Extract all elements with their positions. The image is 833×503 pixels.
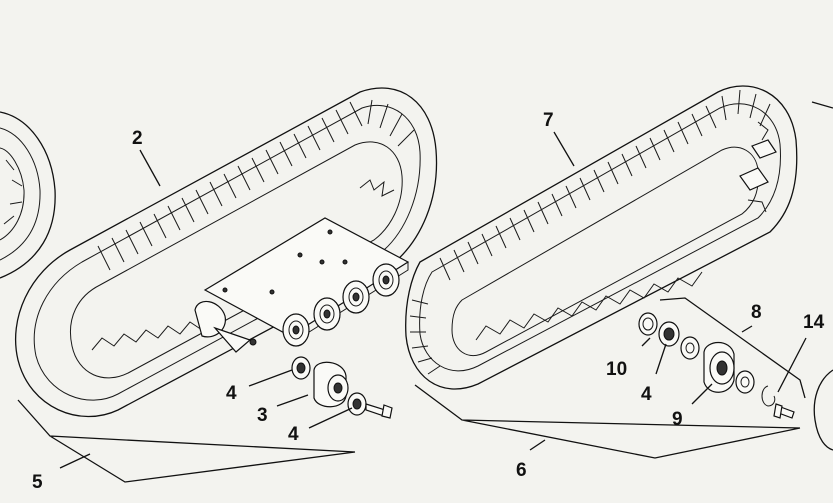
callout-6: 6	[516, 460, 527, 481]
exploded-roller-left	[291, 356, 393, 419]
callout-4-right: 4	[641, 384, 652, 405]
callout-4-lower-left: 4	[288, 424, 299, 445]
callout-9: 9	[672, 409, 683, 430]
callout-7: 7	[543, 110, 554, 131]
callout-3: 3	[257, 405, 268, 426]
track-7	[405, 85, 798, 390]
callout-10: 10	[606, 359, 627, 380]
callout-labels: 2 7 4 3 4 5 6 8 14 10 4 9	[32, 110, 825, 493]
callout-5: 5	[32, 472, 43, 493]
partial-track-right	[811, 101, 833, 451]
callout-8: 8	[751, 302, 762, 323]
leader-lines	[17, 131, 807, 483]
callout-4-upper-left: 4	[226, 383, 237, 404]
track-assembly-2	[14, 87, 438, 418]
partial-track-left	[0, 111, 56, 279]
roller-frame	[194, 217, 410, 353]
track-7-treads	[409, 89, 771, 375]
callout-14: 14	[803, 312, 825, 333]
track-2-rollers	[282, 263, 400, 347]
track-2-treads	[97, 99, 415, 271]
callout-2: 2	[132, 128, 143, 149]
exploded-roller-right	[638, 312, 795, 419]
